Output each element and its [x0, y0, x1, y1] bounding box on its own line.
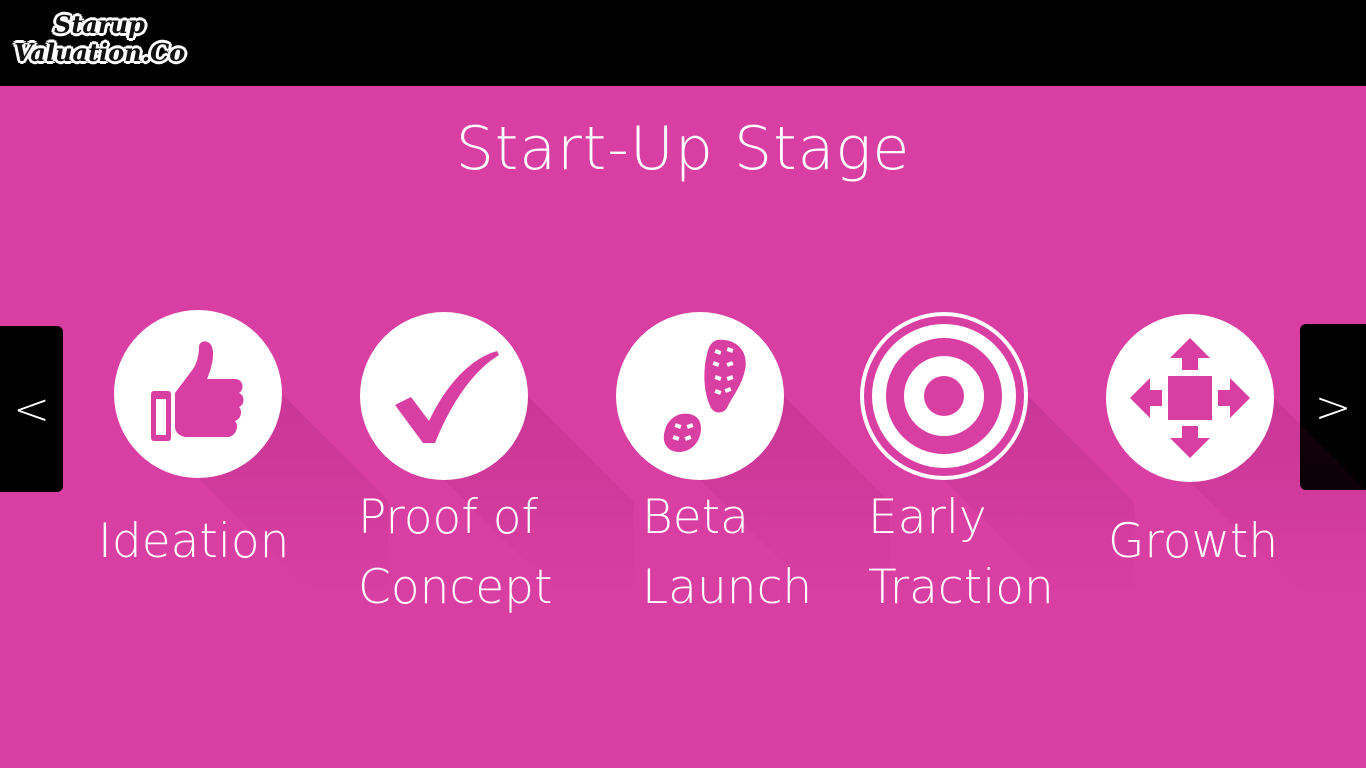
- page-title: Start-Up Stage: [455, 114, 911, 184]
- stage-proof-of-concept-label-line2: Concept: [358, 560, 553, 615]
- stage-early-traction-label-line2: Traction: [868, 560, 1054, 615]
- top-bar: Starup Valuation.Co: [0, 0, 1366, 86]
- previous-button[interactable]: <: [0, 326, 63, 492]
- expand-arrows-icon: [1106, 314, 1274, 482]
- stage-early-traction-label-line1: Early: [868, 490, 987, 545]
- stage-growth-circle[interactable]: [1106, 314, 1274, 482]
- stage-beta-launch-circle[interactable]: [616, 312, 784, 480]
- logo-text-line2: Valuation.Co: [14, 38, 186, 67]
- checkmark-icon: [360, 312, 528, 480]
- thumbs-up-icon: [114, 310, 282, 478]
- stage-growth-label-line1: Growth: [1108, 514, 1279, 569]
- footprint-icon: [616, 312, 784, 480]
- stage-beta-launch-label-line1: Beta: [642, 490, 749, 545]
- stage-beta-launch-label-line2: Launch: [642, 560, 813, 615]
- next-button[interactable]: >: [1300, 324, 1366, 490]
- stage-proof-of-concept-circle[interactable]: [360, 312, 528, 480]
- logo-text-line1: Starup: [54, 10, 145, 39]
- stage-ideation-circle[interactable]: [114, 310, 282, 478]
- stage-proof-of-concept-label-line1: Proof of: [358, 490, 539, 545]
- stage-ideation-label-line1: Ideation: [98, 514, 290, 569]
- target-icon: [860, 312, 1028, 480]
- brand-logo[interactable]: Starup Valuation.Co: [10, 8, 190, 78]
- stage-early-traction-circle[interactable]: [860, 312, 1028, 480]
